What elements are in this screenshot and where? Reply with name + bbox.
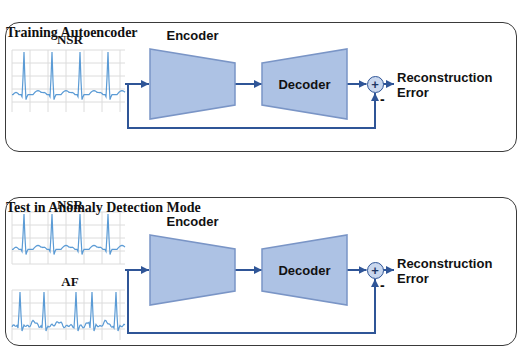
encoder-block: Encoder xyxy=(150,49,235,119)
grid-line xyxy=(12,102,125,103)
minus-sign: - xyxy=(380,92,392,107)
grid-line xyxy=(84,290,85,340)
grid-line xyxy=(12,50,13,112)
grid-line xyxy=(66,50,67,112)
trapezoid-shape xyxy=(150,235,235,305)
block-label: Encoder xyxy=(150,213,235,231)
flow-arrow xyxy=(347,269,367,271)
trapezoid-shape xyxy=(262,235,347,305)
trapezoid-outline xyxy=(150,49,235,119)
output-label: Reconstruction Error xyxy=(397,256,509,286)
grid-line xyxy=(48,50,49,112)
output-arrow xyxy=(383,269,394,271)
ecg-signal xyxy=(12,214,125,254)
flow-arrow xyxy=(235,269,262,271)
ecg-traces xyxy=(12,50,125,340)
grid-line xyxy=(12,50,125,51)
trapezoid-shape xyxy=(262,49,347,119)
signal-label: NSR xyxy=(40,197,100,212)
decoder-block: Decoder xyxy=(262,49,347,119)
panel-heading: Test in Anomaly Detection Mode xyxy=(6,200,201,215)
flow-arrow xyxy=(235,83,262,85)
grid-line xyxy=(12,264,125,265)
grid-line xyxy=(12,290,13,340)
panel-frame: EncoderDecoder+Test in Anomaly Detection… xyxy=(5,197,517,346)
summing-junction: + xyxy=(367,76,384,93)
grid-line xyxy=(12,89,125,90)
output-arrow xyxy=(383,83,394,85)
trapezoid-outline xyxy=(150,235,235,305)
grid-line xyxy=(12,316,125,317)
ecg-signal xyxy=(12,292,125,331)
ecg-signal xyxy=(12,52,125,100)
block-label: Encoder xyxy=(150,27,235,45)
trapezoid-shape xyxy=(150,49,235,119)
grid-line xyxy=(102,290,103,340)
output-label: Reconstruction Error xyxy=(397,70,509,100)
flow-arrow xyxy=(347,83,367,85)
grid-line xyxy=(30,50,31,112)
grid-line xyxy=(12,238,125,239)
grid-line xyxy=(12,251,125,252)
block-label: Decoder xyxy=(278,77,330,92)
block-label: Decoder xyxy=(278,263,330,278)
grid-line xyxy=(102,50,103,112)
grid-line xyxy=(12,303,125,304)
grid-line xyxy=(30,290,31,340)
signal-label: AF xyxy=(40,274,100,289)
grid-line xyxy=(48,290,49,340)
grid-line xyxy=(12,329,125,330)
encoder-block: Encoder xyxy=(150,235,235,305)
grid-line xyxy=(12,76,125,77)
grid-line xyxy=(120,50,121,112)
sum-sign: + xyxy=(371,264,379,277)
sum-sign: + xyxy=(371,78,379,91)
summing-junction: + xyxy=(367,262,384,279)
minus-sign: - xyxy=(380,278,392,293)
grid-line xyxy=(120,290,121,340)
ecg-strip xyxy=(12,212,125,264)
grid-line xyxy=(66,290,67,340)
signal-label: NSR xyxy=(40,32,100,47)
ecg-strip xyxy=(12,290,125,340)
grid-line xyxy=(84,50,85,112)
grid-line xyxy=(12,290,125,291)
decoder-block: Decoder xyxy=(262,235,347,305)
ecg-strip xyxy=(12,50,125,112)
